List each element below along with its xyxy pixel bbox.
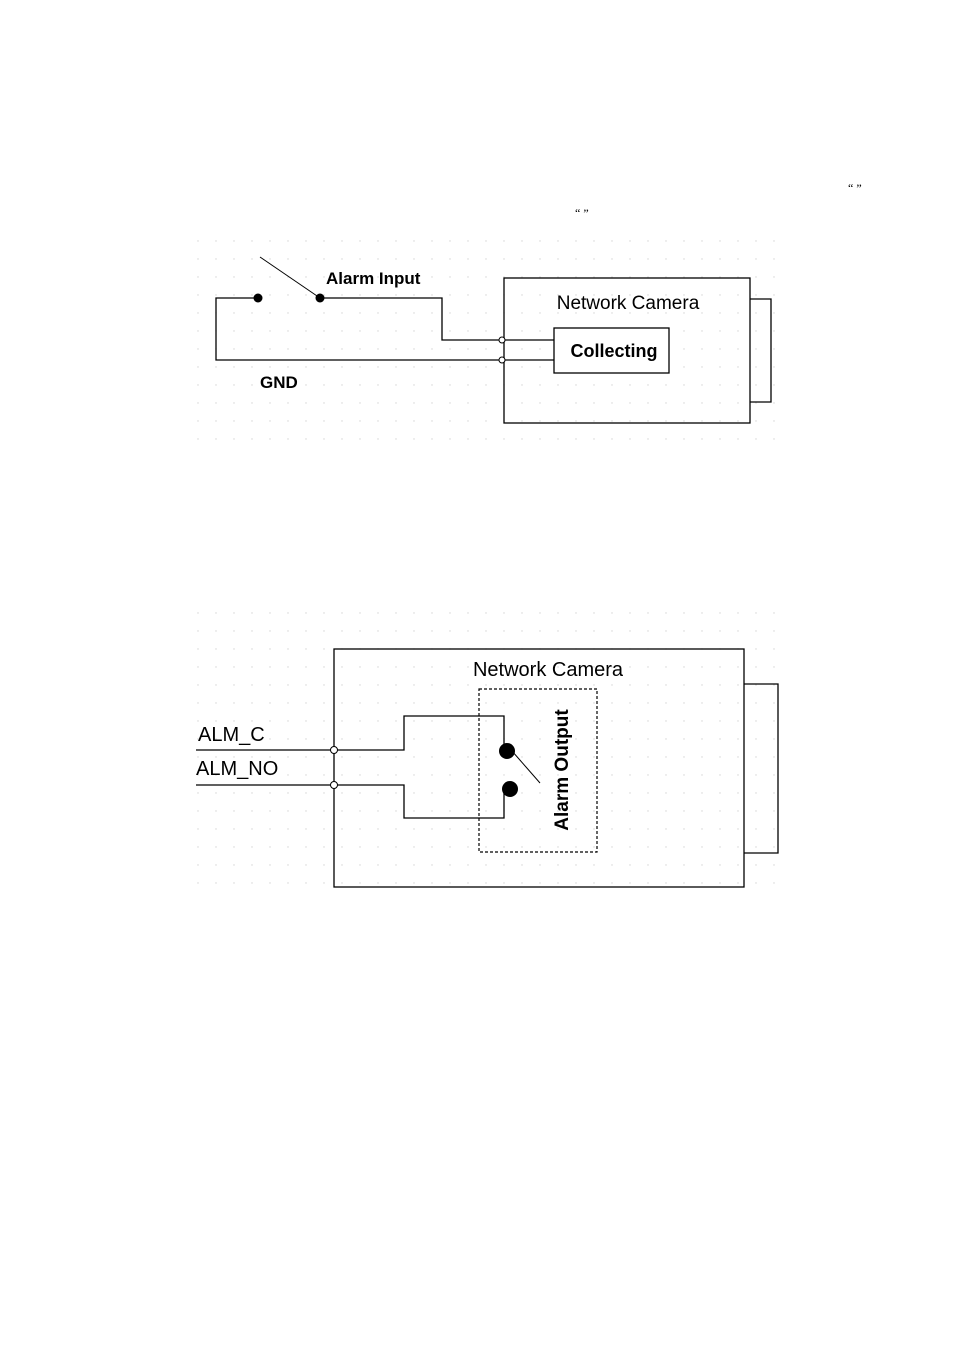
- switch-lever: [259, 256, 321, 299]
- relay-contact-no: [502, 781, 518, 797]
- network-camera-label: Network Camera: [557, 293, 700, 314]
- alarm-output-svg: Network Camera Alarm Output ALM_C ALM_NO: [196, 612, 779, 888]
- alarm-input-wire: [320, 297, 502, 341]
- quote-marks-top: “ ”: [848, 181, 862, 195]
- quote-marks-bottom: “ ”: [575, 206, 589, 220]
- alarm-input-label: Alarm Input: [326, 269, 421, 288]
- grid-dots: [197, 612, 775, 884]
- alarm-output-label: Alarm Output: [552, 709, 573, 831]
- alm-c-label: ALM_C: [198, 724, 265, 746]
- gnd-terminal: [498, 356, 506, 364]
- alarm-input-svg: Alarm Input GND Network Camera Collectin…: [197, 240, 775, 440]
- input-terminal: [498, 336, 506, 344]
- relay-lever: [511, 750, 541, 784]
- alarm-output-module: [478, 688, 598, 853]
- alm-c-terminal: [330, 746, 338, 754]
- camera-lens: [744, 683, 779, 854]
- network-camera-box: [333, 648, 745, 888]
- alarm-input-diagram: Alarm Input GND Network Camera Collectin…: [190, 233, 780, 453]
- gnd-label: GND: [260, 373, 298, 392]
- ground-wire: [215, 297, 502, 361]
- collecting-label: Collecting: [570, 341, 657, 361]
- alm-no-terminal: [330, 781, 338, 789]
- network-camera-box: [503, 277, 751, 424]
- network-camera-label: Network Camera: [473, 659, 624, 681]
- camera-lens: [750, 298, 772, 403]
- relay-contact-common: [499, 743, 515, 759]
- alm-c-internal-wire: [334, 715, 505, 751]
- alm-no-label: ALM_NO: [196, 758, 278, 780]
- alm-no-internal-wire: [334, 784, 505, 819]
- alarm-output-diagram: Network Camera Alarm Output ALM_C ALM_NO: [190, 605, 784, 900]
- collecting-module: [553, 327, 670, 374]
